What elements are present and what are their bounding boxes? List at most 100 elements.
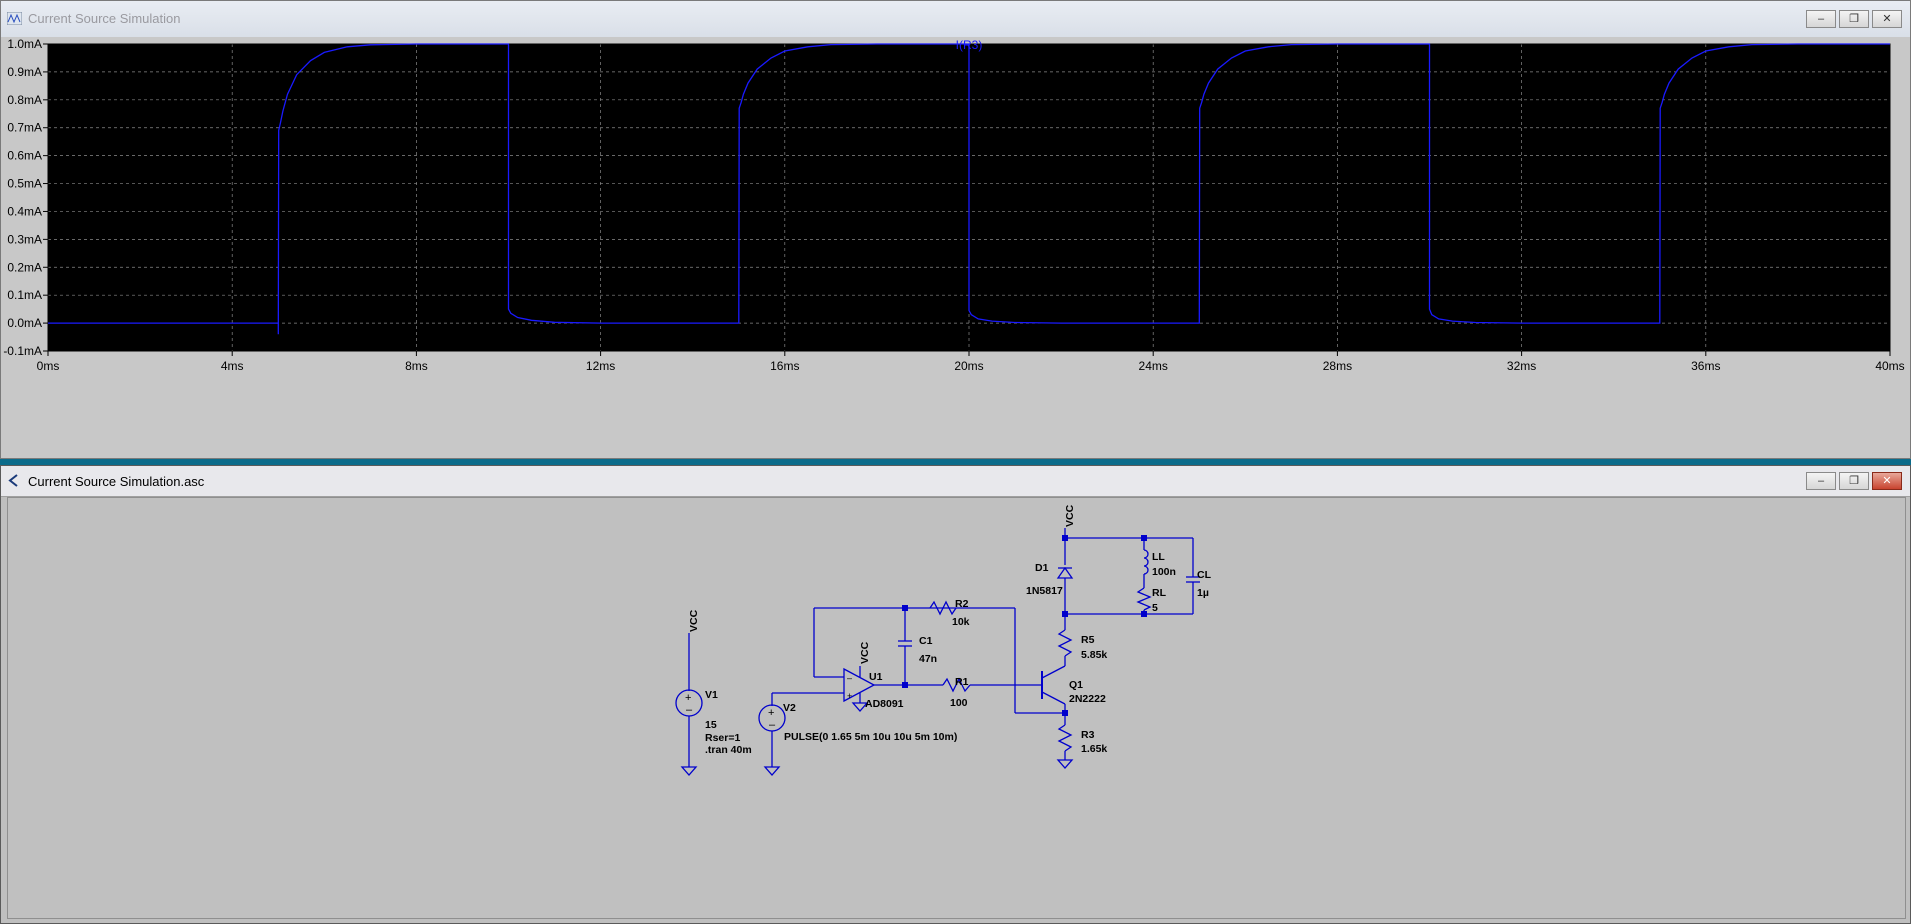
resistor-r1-symbol[interactable] (942, 677, 971, 693)
junction-dot (1141, 611, 1147, 617)
vcc-label-v1: VCC (688, 609, 700, 632)
minimize-button[interactable]: – (1806, 10, 1836, 28)
junction-dot (1141, 535, 1147, 541)
junction-dot (1062, 535, 1068, 541)
waveform-plot-area[interactable]: 0ms 4ms 8ms 12ms 16ms 20ms 24ms 28ms 32ms 36ms 40m… (1, 37, 1910, 458)
x-tick-label: 24ms (1139, 359, 1168, 373)
c1-name: C1 (919, 635, 933, 647)
r3-value: 1.65k (1081, 743, 1107, 755)
y-tick-label: 0.9mA (7, 65, 42, 79)
tran-directive: .tran 40m (705, 744, 752, 756)
x-tick-label: 28ms (1323, 359, 1352, 373)
v1-plus-sign: + (685, 692, 691, 704)
waveform-window[interactable]: Current Source Simulation – ❐ ✕ 0ms 4ms 8m… (0, 0, 1911, 459)
v2-name: V2 (783, 702, 796, 714)
close-button[interactable]: ✕ (1872, 472, 1902, 490)
waveform-chart[interactable]: 0ms 4ms 8ms 12ms 16ms 20ms 24ms 28ms 32ms 36ms 40m… (1, 37, 1910, 458)
schematic-window[interactable]: Current Source Simulation.asc – ❐ ✕ (0, 465, 1911, 924)
c1-value: 47n (919, 653, 937, 665)
transistor-q1-emitter[interactable] (1041, 691, 1066, 705)
v1-rser: Rser=1 (705, 732, 740, 744)
r2-value: 10k (952, 616, 970, 628)
rl-name: RL (1152, 587, 1167, 599)
schematic-canvas[interactable]: + – + – – + VCC VCC VCC V1 15 Rser=1 .tr… (7, 497, 1906, 919)
vcc-label-top: VCC (1064, 504, 1076, 527)
r1-value: 100 (950, 697, 968, 709)
r5-value: 5.85k (1081, 649, 1107, 661)
minimize-button[interactable]: – (1806, 472, 1836, 490)
y-tick-label: 0.6mA (7, 149, 42, 163)
u1-name: U1 (869, 671, 883, 683)
y-tick-label: 0.1mA (7, 288, 42, 302)
y-tick-label: 0.0mA (7, 316, 42, 330)
x-tick-label: 16ms (770, 359, 799, 373)
x-tick-label: 40ms (1875, 359, 1904, 373)
schematic-drawing[interactable]: + – + – – + VCC VCC VCC V1 15 Rser=1 .tr… (8, 498, 1905, 918)
junction-dot (902, 682, 908, 688)
x-tick-label: 36ms (1691, 359, 1720, 373)
cl-name: CL (1197, 569, 1212, 581)
opamp-minus-sign: – (847, 673, 852, 683)
ground-icon (851, 702, 869, 712)
ground-icon (680, 766, 698, 776)
restore-button[interactable]: ❐ (1839, 472, 1869, 490)
transistor-q1-collector[interactable] (1041, 665, 1066, 679)
schematic-window-titlebar[interactable]: Current Source Simulation.asc – ❐ ✕ (1, 466, 1910, 497)
x-tick-label: 4ms (221, 359, 244, 373)
ll-value: 100n (1152, 566, 1176, 578)
q1-value: 2N2222 (1069, 693, 1106, 705)
schematic-app-icon (8, 474, 18, 487)
y-tick-label: 0.2mA (7, 260, 42, 274)
opamp-u1-symbol[interactable] (843, 667, 876, 703)
resistor-r2-symbol[interactable] (929, 600, 957, 616)
inductor-ll-symbol[interactable] (1143, 549, 1149, 575)
y-tick-label: 1.0mA (7, 37, 42, 51)
x-tick-label: 0ms (37, 359, 60, 373)
x-tick-label: 8ms (405, 359, 428, 373)
x-tick-label: 12ms (586, 359, 615, 373)
series-line-ir3[interactable] (48, 43, 1890, 335)
opamp-plus-sign: + (847, 691, 852, 701)
schematic-window-title: Current Source Simulation.asc (28, 474, 205, 489)
resistor-r3-symbol[interactable] (1057, 724, 1073, 752)
y-tick-label: 0.5mA (7, 177, 42, 191)
ground-icon (1056, 759, 1074, 769)
trace-label[interactable]: I(R3) (956, 38, 983, 52)
r5-name: R5 (1081, 634, 1095, 646)
q1-name: Q1 (1069, 679, 1083, 691)
r1-name: R1 (955, 676, 969, 688)
vcc-label-u1: VCC (859, 641, 871, 664)
v1-minus-sign: – (686, 704, 693, 716)
cl-value: 1µ (1197, 587, 1209, 599)
ll-name: LL (1152, 551, 1165, 563)
waveform-window-titlebar[interactable]: Current Source Simulation – ❐ ✕ (1, 1, 1910, 37)
waveform-app-icon (7, 12, 22, 25)
restore-button[interactable]: ❐ (1839, 10, 1869, 28)
close-button[interactable]: ✕ (1872, 10, 1902, 28)
u1-value: AD8091 (865, 698, 904, 710)
v2-minus-sign: – (769, 719, 776, 731)
y-tick-label: -0.1mA (3, 344, 42, 358)
v1-value: 15 (705, 719, 717, 731)
d1-name: D1 (1035, 562, 1049, 574)
waveform-window-title: Current Source Simulation (28, 11, 181, 26)
y-tick-label: 0.3mA (7, 232, 42, 246)
v2-value: PULSE(0 1.65 5m 10u 10u 5m 10m) (784, 731, 957, 743)
rl-value: 5 (1152, 602, 1158, 614)
x-tick-label: 20ms (954, 359, 983, 373)
junction-dot (1062, 710, 1068, 716)
v1-name: V1 (705, 689, 718, 701)
junction-dot (902, 605, 908, 611)
r2-name: R2 (955, 598, 969, 610)
junction-dot (1062, 611, 1068, 617)
resistor-rl-symbol[interactable] (1136, 587, 1152, 611)
y-tick-label: 0.7mA (7, 121, 42, 135)
r3-name: R3 (1081, 729, 1095, 741)
v2-plus-sign: + (768, 707, 774, 719)
d1-value: 1N5817 (1026, 585, 1063, 597)
diode-d1-symbol[interactable] (1056, 566, 1074, 579)
ground-icon (763, 766, 781, 776)
resistor-r5-symbol[interactable] (1057, 629, 1073, 657)
y-tick-label: 0.4mA (7, 204, 42, 218)
x-tick-label: 32ms (1507, 359, 1536, 373)
